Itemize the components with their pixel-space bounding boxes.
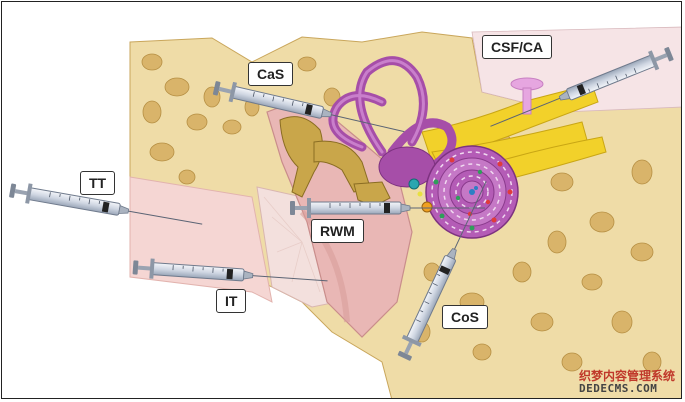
label-cos: CoS [442, 305, 488, 329]
round-window-marker [421, 201, 433, 213]
oval-window-marker [408, 178, 420, 190]
label-rwm: RWM [311, 219, 364, 243]
bone-air-cells [131, 53, 662, 373]
ossicles [279, 116, 391, 207]
label-tt: TT [80, 171, 116, 195]
label-csf-ca: CSF/CA [482, 35, 553, 59]
watermark-cn: 织梦内容管理系统 [579, 369, 676, 383]
label-cas: CaS [248, 62, 294, 86]
label-it: IT [216, 289, 247, 313]
csf-flow-icon [510, 77, 544, 115]
cochlea [425, 145, 519, 239]
watermark-url: DEDECMS.COM [579, 382, 658, 395]
